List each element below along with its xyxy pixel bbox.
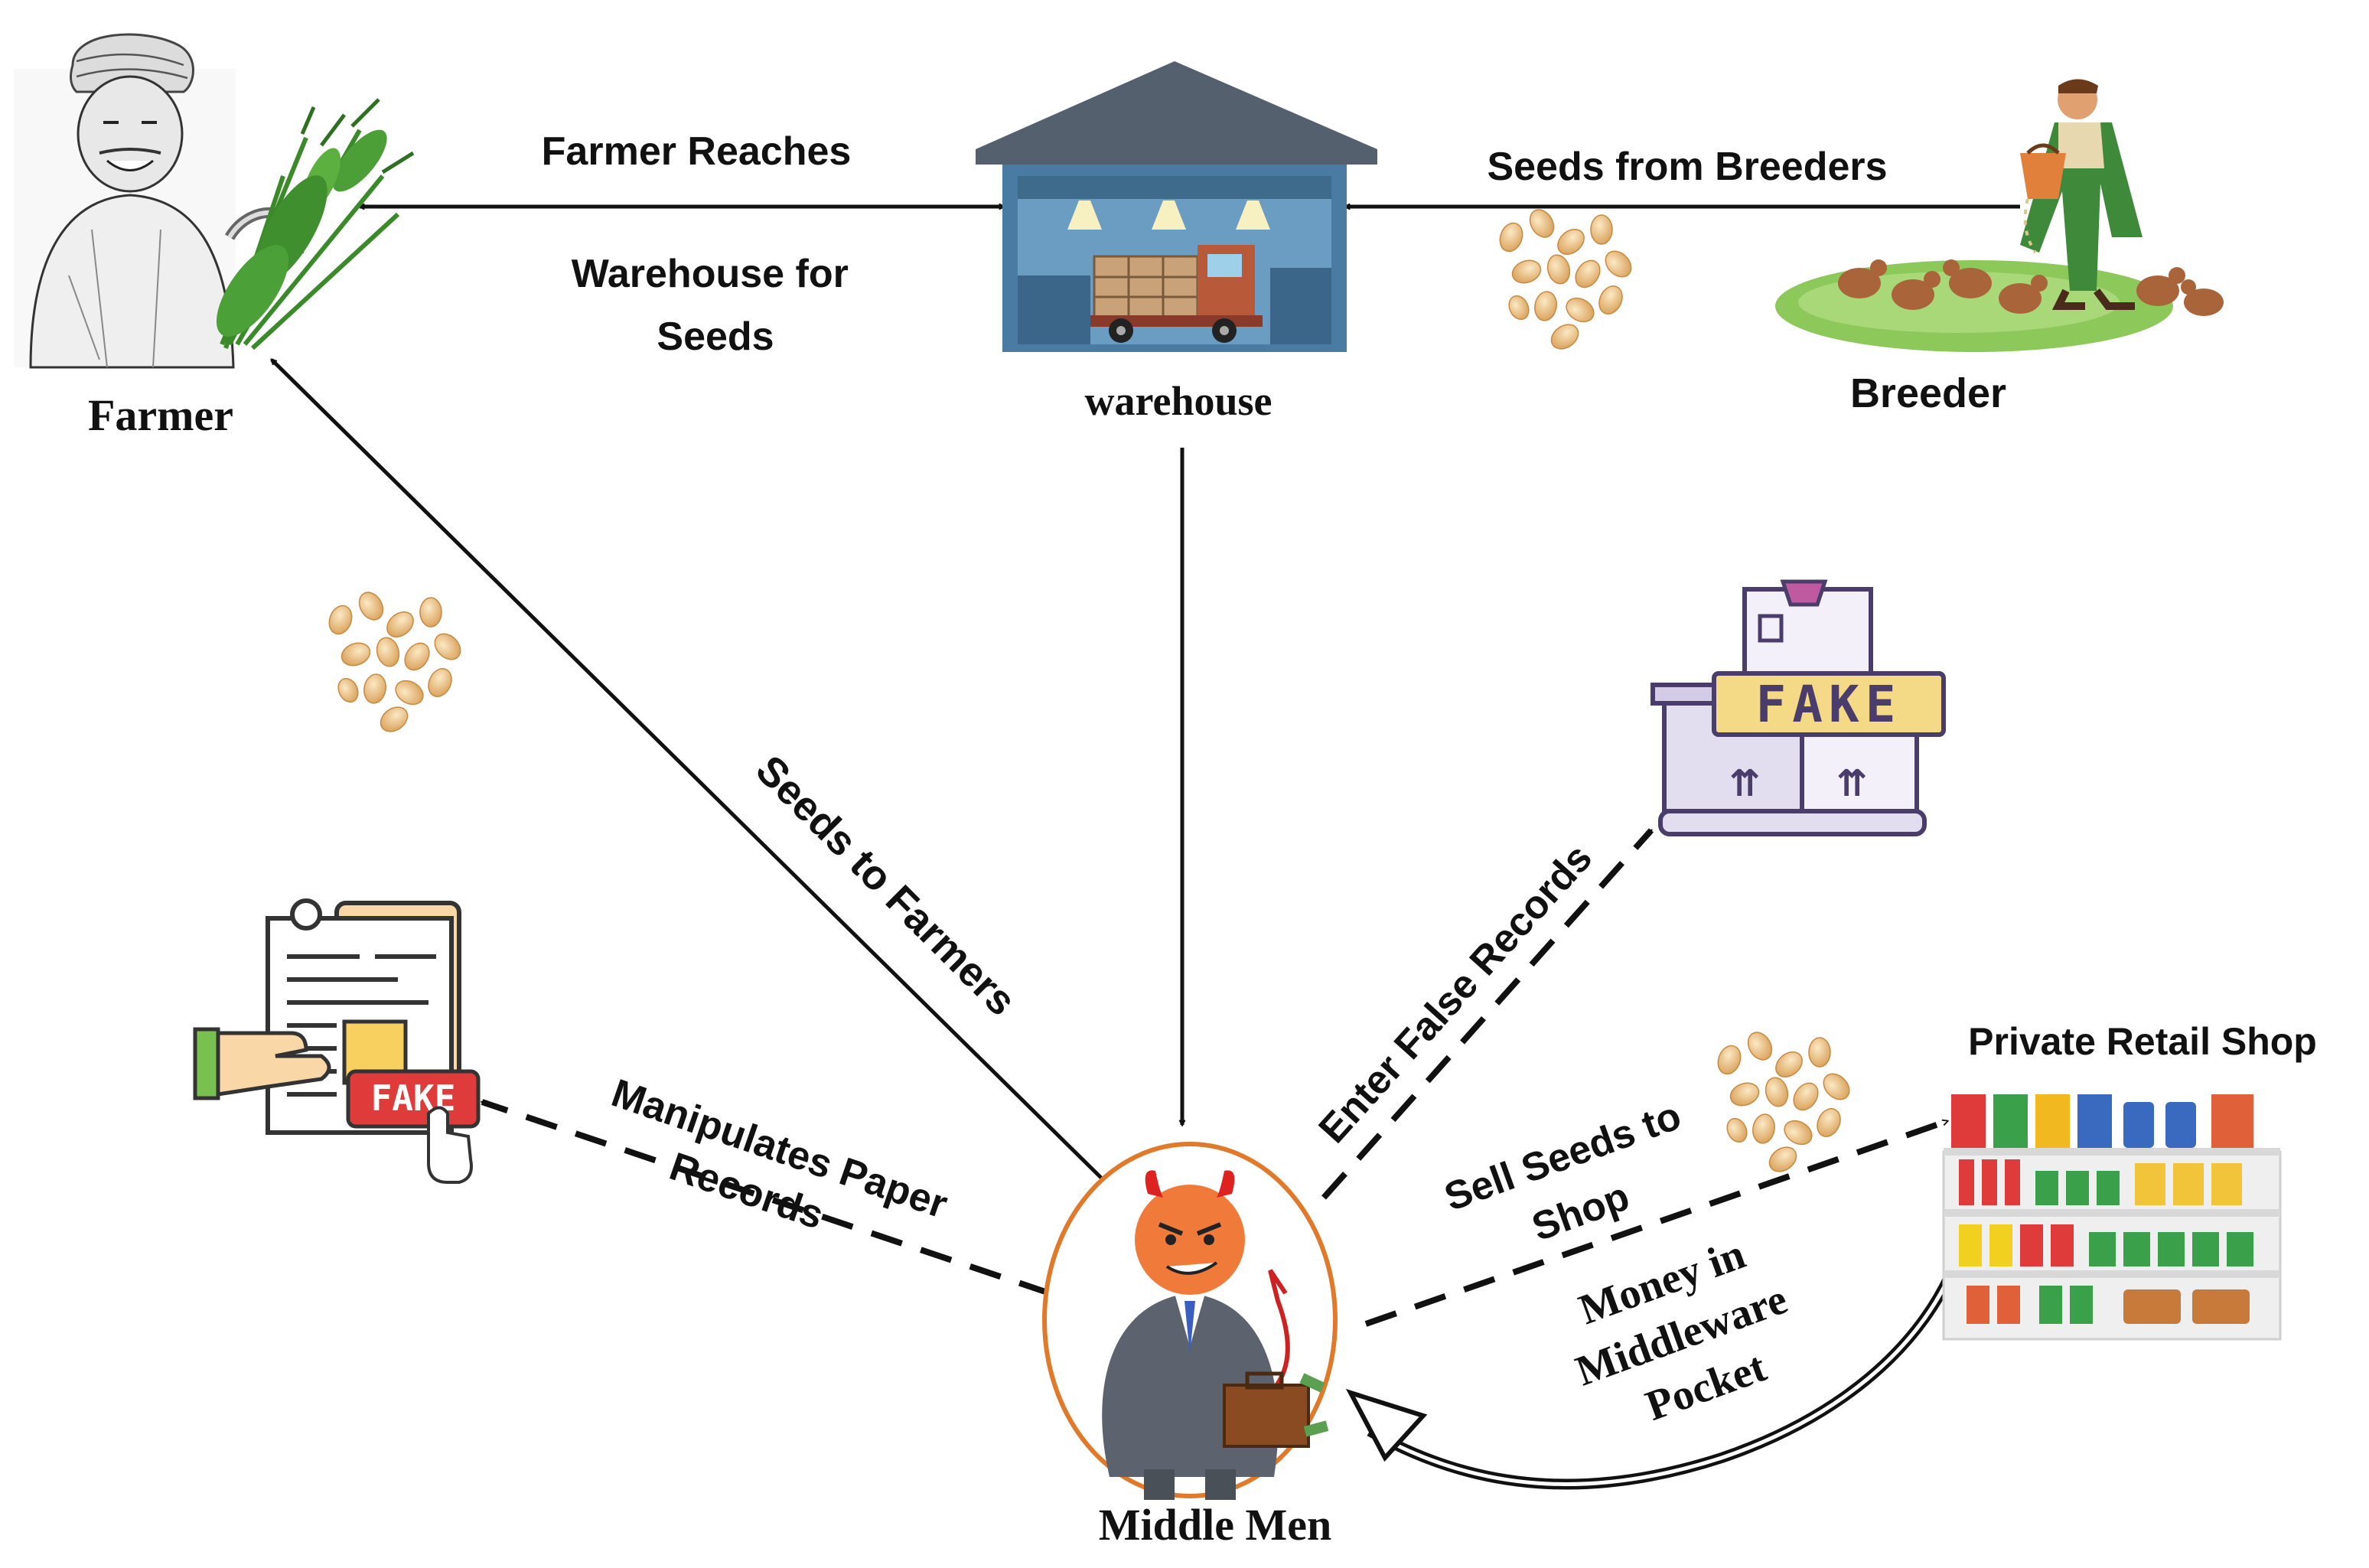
edge-middlemen-farmer [272,360,1103,1180]
farmer-illustration [14,33,415,369]
svg-text:⇈: ⇈ [1729,762,1760,805]
fake-box-stamp: FAKE [1756,675,1902,734]
breeder-label: Breeder [1850,370,2006,416]
edge-label-manipulates-records: Manipulates Paper Records [590,1071,963,1279]
fake-document-icon: FAKE [193,898,481,1184]
seed-pile-icon [1713,1027,1856,1178]
fake-box-icon: FAKE ⇈ ⇈ [1650,579,1946,836]
svg-text:⇈: ⇈ [1836,762,1867,805]
retail-shop-label: Private Retail Shop [1968,1020,2317,1063]
middle-man-devil-icon [1042,1142,1338,1500]
breeder-illustration [1775,79,2224,352]
warehouse-label: warehouse [1084,378,1272,424]
edge-label-seeds-to-farmers: Seeds to Farmers [747,747,1025,1025]
edge-label-money-in-pocket: Money in Middleware Pocket [1550,1218,1823,1449]
edge-middlemen-paper-records [482,1099,1051,1296]
seed-pile-icon [324,587,467,738]
middle-men-label: Middle Men [1099,1500,1331,1550]
warehouse-icon [976,61,1377,352]
edge-label-seeds-from-breeders: Seeds from Breeders [1487,145,1887,189]
edge-label-warehouse-for-seeds: Warehouse for Seeds [572,252,860,359]
retail-shop-icon [1942,1094,2282,1341]
edge-label-farmer-reaches: Farmer Reaches [542,129,852,174]
edge-label-enter-false-records: Enter False Records [1311,836,1602,1152]
edge-retail-middlemen-money [1345,1146,1976,1490]
farmer-label: Farmer [88,390,233,440]
seed-pile-icon [1495,204,1637,355]
edge-middlemen-fake-box [1321,828,1654,1200]
